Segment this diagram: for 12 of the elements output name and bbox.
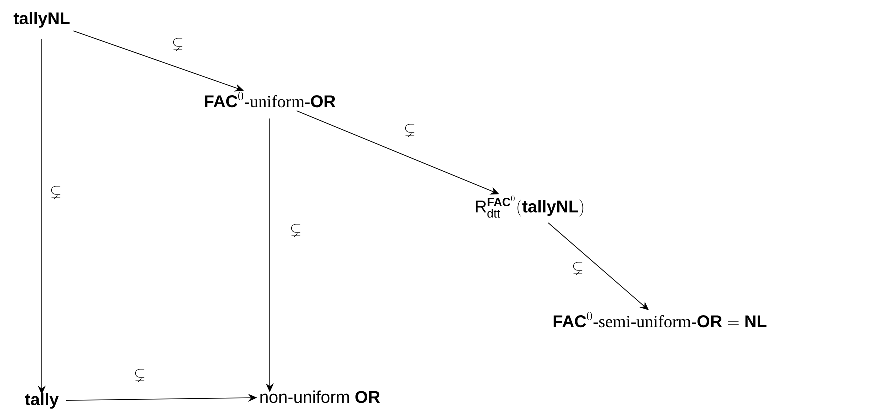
set-label: $\textsf{\textbf{FAC}}^0\text{-uniform-}\textsf{\textbf{OR}}$ [205, 92, 336, 108]
edge-label: $\subsetneq$ [135, 369, 145, 382]
edge-label: $\subsetneq$ [51, 186, 61, 200]
set-label: $\textsf{\textbf{FAC}}^0\text{-semi-uniform-}\textsf{\textbf{OR}} = \textsf{\textbf{NL}}$ [554, 312, 767, 328]
set-label: tally [25, 393, 59, 409]
set-label: tallyNL [14, 12, 70, 28]
edge-label: $\subsetneq$ [291, 224, 301, 238]
set-label: $\mathsf{R}_{\mathsf{dtt}}^{\textsf{\textbf{FAC}}^0}(\textsf{\textbf{tallyNL}})$ [476, 196, 584, 218]
set-label: non-uniform OR [260, 390, 380, 404]
edge-label: $\subsetneq$ [573, 262, 583, 276]
edge-label: $\subsetneq$ [405, 124, 415, 138]
edge-label: $\subsetneq$ [173, 38, 183, 52]
